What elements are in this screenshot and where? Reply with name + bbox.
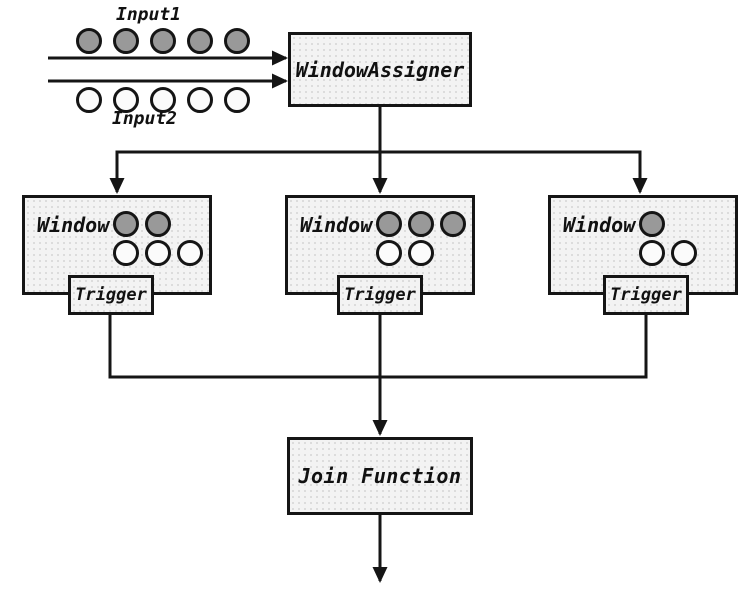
dark-event-circle <box>639 211 665 237</box>
light-event-circle <box>376 240 402 266</box>
input2-label: Input2 <box>112 108 178 129</box>
dark-event-circle <box>113 211 139 237</box>
light-event-circle <box>76 87 102 113</box>
trigger-box-1: Trigger <box>68 275 154 315</box>
dark-event-circle <box>150 28 176 54</box>
window-1-light-circles <box>113 240 203 266</box>
join-function-box: Join Function <box>287 437 473 515</box>
trigger-label: Trigger <box>75 285 147 305</box>
light-event-circle <box>145 240 171 266</box>
dark-event-circle <box>76 28 102 54</box>
dark-event-circle <box>145 211 171 237</box>
window-2-light-circles <box>376 240 434 266</box>
window-box-3: Window <box>548 195 738 295</box>
trigger-label: Trigger <box>344 285 416 305</box>
dark-event-circle <box>187 28 213 54</box>
trigger-box-2: Trigger <box>337 275 423 315</box>
input2-stream-circles <box>76 87 250 113</box>
trigger-box-3: Trigger <box>603 275 689 315</box>
join-function-label: Join Function <box>298 464 462 488</box>
window-box-1: Window <box>22 195 212 295</box>
input1-stream-circles <box>76 28 250 54</box>
dark-event-circle <box>376 211 402 237</box>
window-3-dark-circles <box>639 211 665 237</box>
dark-event-circle <box>408 211 434 237</box>
light-event-circle <box>671 240 697 266</box>
light-event-circle <box>224 87 250 113</box>
window-2-dark-circles <box>376 211 466 237</box>
light-event-circle <box>113 240 139 266</box>
window-1-dark-circles <box>113 211 171 237</box>
light-event-circle <box>113 87 139 113</box>
light-event-circle <box>187 87 213 113</box>
dark-event-circle <box>440 211 466 237</box>
window-label: Window <box>563 213 636 237</box>
trigger-label: Trigger <box>610 285 682 305</box>
input1-label: Input1 <box>116 4 182 25</box>
window-assigner-box: WindowAssigner <box>288 32 472 107</box>
window-label: Window <box>37 213 110 237</box>
window-3-light-circles <box>639 240 697 266</box>
light-event-circle <box>150 87 176 113</box>
dark-event-circle <box>113 28 139 54</box>
window-assigner-label: WindowAssigner <box>295 57 465 82</box>
light-event-circle <box>408 240 434 266</box>
light-event-circle <box>639 240 665 266</box>
window-label: Window <box>300 213 373 237</box>
dark-event-circle <box>224 28 250 54</box>
light-event-circle <box>177 240 203 266</box>
